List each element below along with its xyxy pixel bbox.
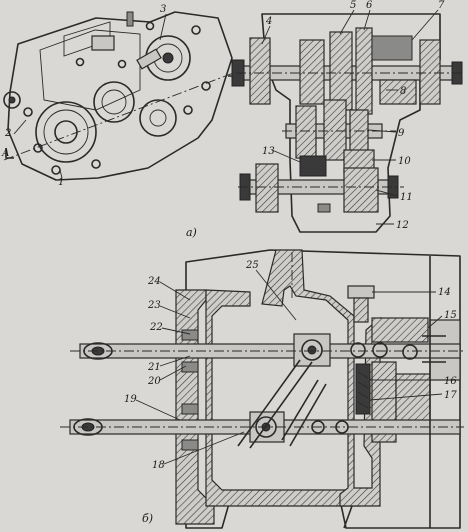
leader-lines-bottom — [135, 269, 443, 465]
subfig-a-caption: а) — [186, 226, 197, 239]
label-5: 5 — [350, 0, 356, 11]
section-mark-a-left: А — [1, 148, 10, 159]
label-14: 14 — [438, 287, 451, 298]
leader-lines-top — [13, 9, 439, 225]
label-3: 3 — [160, 4, 166, 15]
label-24: 24 — [147, 276, 161, 287]
label-6: 6 — [366, 0, 373, 11]
label-11: 11 — [400, 192, 413, 203]
label-22: 22 — [149, 322, 163, 333]
label-19: 19 — [124, 394, 137, 405]
label-16: 16 — [444, 376, 457, 387]
label-21: 21 — [147, 362, 161, 373]
gearbox-section-view — [231, 13, 464, 233]
subfig-b-caption: б) — [142, 512, 153, 525]
label-4: 4 — [265, 16, 272, 27]
label-8: 8 — [400, 86, 406, 97]
label-7: 7 — [438, 0, 445, 11]
shift-mechanism-section — [60, 249, 464, 529]
label-17: 17 — [444, 390, 457, 401]
label-25: 25 — [245, 260, 259, 271]
label-18: 18 — [152, 460, 165, 471]
gearbox-external-view — [3, 11, 237, 181]
label-13: 13 — [262, 146, 275, 157]
label-2: 2 — [4, 128, 11, 139]
label-12: 12 — [396, 220, 409, 231]
label-1: 1 — [58, 177, 64, 188]
label-20: 20 — [147, 376, 161, 387]
label-9: 9 — [398, 128, 405, 139]
label-23: 23 — [147, 300, 161, 311]
label-15: 15 — [444, 310, 457, 321]
label-10: 10 — [398, 156, 411, 167]
